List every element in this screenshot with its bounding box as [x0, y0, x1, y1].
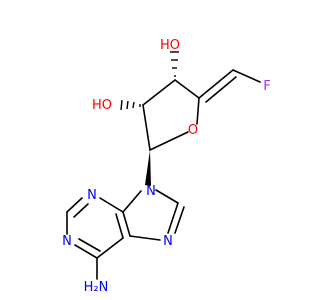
- atom-n3: N: [87, 188, 97, 203]
- bond-c4-c5-b: [115, 213, 124, 239]
- bond-c5-c4: [174, 79, 200, 99]
- bond-c2-o: [149, 131, 189, 151]
- atom-n7: N: [163, 234, 173, 249]
- bond-ch-f: [232, 69, 261, 83]
- bond-n1-c6-a: [74, 244, 98, 259]
- bond-c8-n7-a: [167, 202, 179, 234]
- atom-ring-oxygen: O: [188, 123, 198, 138]
- structure-diagram: HO HO O F N N N N H₂N: [62, 38, 271, 295]
- atom-n9: N: [146, 184, 156, 199]
- bond-c3-oh-hashed: [120, 99, 141, 111]
- bond-o-c5: [196, 97, 200, 125]
- atom-oh-left: HO: [92, 98, 112, 113]
- bond-c5-ch-double-a: [198, 69, 234, 99]
- bond-n3-c2-a: [66, 197, 83, 213]
- bond-c3-c2: [142, 104, 151, 151]
- atom-n1: N: [62, 234, 72, 249]
- bond-n3-c2-b: [73, 203, 89, 218]
- bond-c4-c3: [142, 79, 176, 106]
- bond-c4-oh-hashed: [170, 51, 179, 77]
- bond-n9-c8: [155, 189, 179, 204]
- bond-c2-n9-wedge: [145, 150, 151, 186]
- atom-amine: H₂N: [84, 280, 109, 295]
- bond-n1-c6-b: [78, 238, 101, 252]
- bond-c6-c5: [96, 237, 124, 259]
- molecule-canvas: HO HO O F N N N N H₂N: [62, 38, 271, 295]
- bond-n7-c5: [129, 235, 161, 241]
- bond-c4-n3: [99, 197, 124, 213]
- bond-c5-ch-double-b: [205, 76, 237, 103]
- atom-fluorine: F: [263, 79, 270, 94]
- bond-c4-c5-a: [122, 211, 131, 237]
- atom-oh-top: HO: [160, 38, 180, 53]
- bond-c8-n7-b: [174, 206, 185, 234]
- bond-n9-c4: [122, 190, 142, 213]
